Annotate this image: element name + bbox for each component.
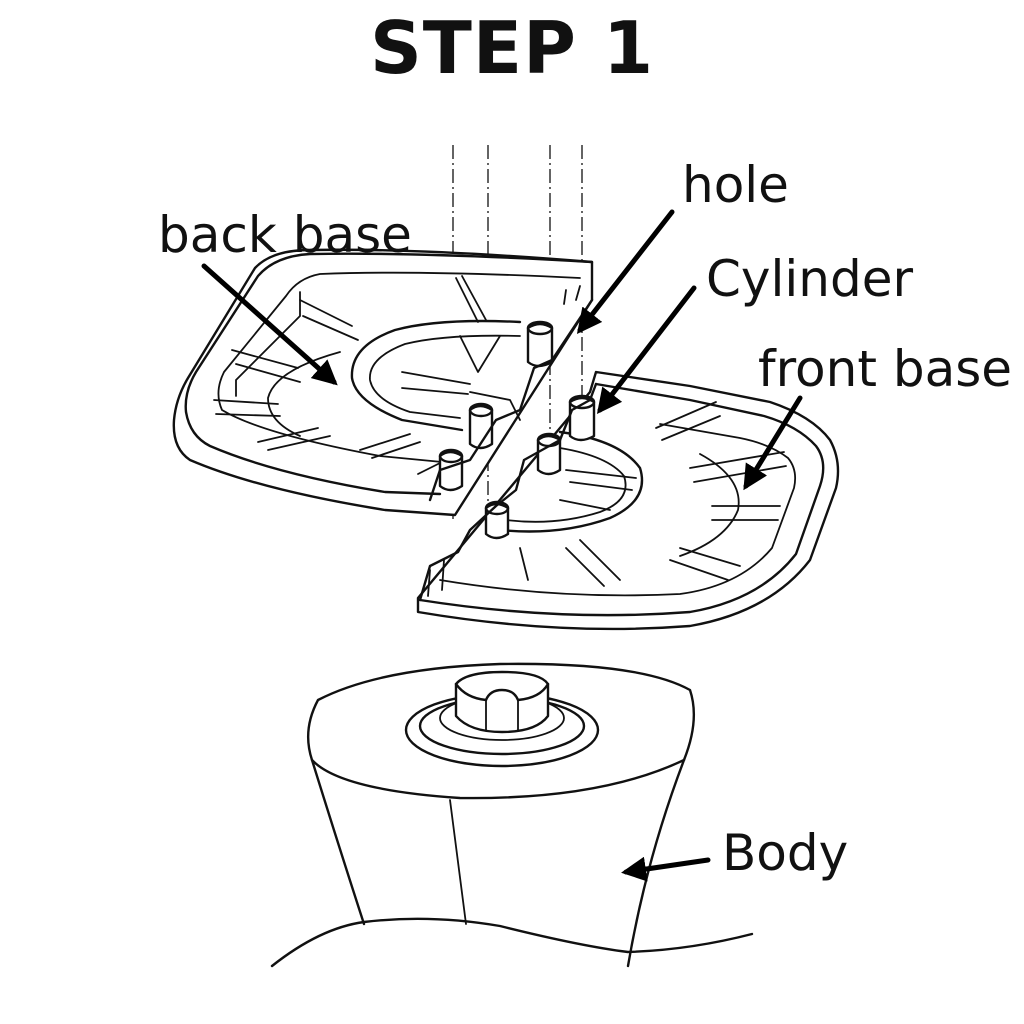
label-body: Body	[722, 824, 849, 882]
back-base-part	[172, 248, 594, 517]
label-front-base: front base	[758, 340, 1013, 398]
arrow-body	[621, 856, 711, 882]
arrow-front-base	[743, 395, 803, 491]
arrow-hole	[576, 209, 675, 334]
front-base-part	[416, 370, 840, 631]
leader-arrows	[201, 209, 803, 882]
label-cylinder: Cylinder	[706, 250, 914, 308]
arrow-cylinder	[596, 285, 697, 414]
label-hole: hole	[682, 156, 789, 214]
body-part	[270, 662, 754, 968]
step-title: STEP 1	[369, 6, 655, 90]
arrow-back-base	[201, 263, 338, 386]
label-back-base: back base	[158, 206, 412, 264]
